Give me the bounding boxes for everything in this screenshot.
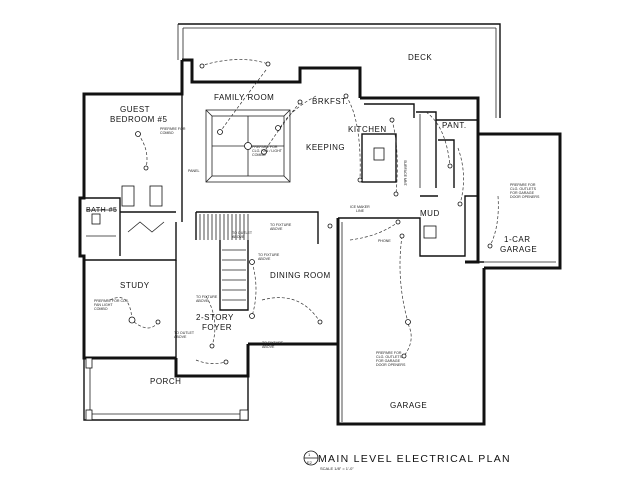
svg-text:DOOR OPENERS: DOOR OPENERS: [510, 195, 540, 199]
svg-text:COMBO: COMBO: [94, 307, 108, 311]
svg-text:DOOR OPENERS: DOOR OPENERS: [376, 363, 406, 367]
svg-text:CLG. OUTLETS: CLG. OUTLETS: [376, 355, 403, 359]
room-label-mud: MUD: [420, 209, 440, 218]
interior-walls: [84, 94, 478, 358]
svg-text:PREPARE FOR: PREPARE FOR: [510, 183, 536, 187]
room-label-dining-room: DINING ROOM: [270, 271, 331, 280]
svg-text:TO FIXTURE: TO FIXTURE: [262, 341, 284, 345]
room-label-foyer: FOYER: [202, 323, 232, 332]
svg-text:SURFACE MNT.: SURFACE MNT.: [403, 160, 407, 187]
porch: [83, 357, 249, 421]
svg-text:PREPARE FOR: PREPARE FOR: [252, 145, 278, 149]
svg-text:PREPARE FOR: PREPARE FOR: [376, 351, 402, 355]
svg-text:PREPARE FOR: PREPARE FOR: [160, 127, 186, 131]
svg-text:E2: E2: [307, 460, 313, 465]
room-labels: DECK FAMILY ROOM BRKFST. GUEST BEDROOM #…: [86, 53, 537, 410]
svg-text:ABOVE: ABOVE: [258, 257, 271, 261]
svg-text:TO FIXTURE: TO FIXTURE: [270, 223, 292, 227]
plan-title: MAIN LEVEL ELECTRICAL PLAN: [318, 453, 511, 465]
room-label-family-room: FAMILY ROOM: [214, 93, 274, 102]
svg-text:CLG. FAN / LIGHT: CLG. FAN / LIGHT: [252, 149, 283, 153]
room-label-porch: PORCH: [150, 377, 181, 386]
svg-text:ABOVE: ABOVE: [270, 227, 283, 231]
room-label-2-story: 2-STORY: [196, 313, 234, 322]
plan-scale: SCALE 1/8" = 1'-0": [320, 466, 354, 471]
room-label-kitchen: KITCHEN: [348, 125, 387, 134]
deck: [177, 23, 501, 118]
svg-text:COMBO: COMBO: [160, 131, 174, 135]
electrical-devices: [128, 61, 493, 365]
room-label-guest: GUEST: [120, 105, 150, 114]
room-label-study: STUDY: [120, 281, 150, 290]
svg-text:PREPARE FOR CLG.: PREPARE FOR CLG.: [94, 299, 129, 303]
garage-walls: [336, 132, 562, 426]
room-label-bedroom-5: BEDROOM #5: [110, 115, 168, 124]
svg-text:TO FIXTURE: TO FIXTURE: [196, 295, 218, 299]
svg-text:ABOVE: ABOVE: [196, 299, 209, 303]
svg-text:ABOVE: ABOVE: [262, 345, 275, 349]
room-label-garage: GARAGE: [390, 401, 427, 410]
room-label-1-car-garage: GARAGE: [500, 245, 537, 254]
room-label-deck: DECK: [408, 53, 432, 62]
svg-text:COMBO: COMBO: [252, 153, 266, 157]
room-label-brkfst: BRKFST.: [312, 97, 348, 106]
svg-text:PANEL: PANEL: [188, 169, 200, 173]
svg-text:TO FIXTURE: TO FIXTURE: [258, 253, 280, 257]
room-label-pant: PANT.: [442, 121, 467, 130]
room-label-keeping: KEEPING: [306, 143, 345, 152]
svg-text:ABOVE: ABOVE: [232, 235, 245, 239]
svg-text:PHONE: PHONE: [378, 239, 391, 243]
svg-text:TO OUTLET: TO OUTLET: [174, 331, 195, 335]
room-label-1-car: 1-CAR: [504, 235, 531, 244]
svg-text:FOR GARAGE: FOR GARAGE: [376, 359, 401, 363]
svg-text:ICE MAKER: ICE MAKER: [350, 205, 370, 209]
svg-text:LINE: LINE: [356, 209, 365, 213]
svg-text:ABOVE: ABOVE: [174, 335, 187, 339]
svg-text:1: 1: [308, 452, 311, 457]
svg-text:TO OUTLET: TO OUTLET: [232, 231, 253, 235]
electrical-notes: PREPARE FOR CLG. FAN / LIGHT COMBO PREPA…: [94, 127, 540, 367]
room-label-bath: BATH #5: [86, 207, 117, 214]
plan-title-block: 1 E2 MAIN LEVEL ELECTRICAL PLAN SCALE 1/…: [303, 450, 511, 471]
svg-text:FOR GARAGE: FOR GARAGE: [510, 191, 535, 195]
svg-text:CLG. OUTLETS: CLG. OUTLETS: [510, 187, 537, 191]
svg-text:FAN LIGHT: FAN LIGHT: [94, 303, 113, 307]
